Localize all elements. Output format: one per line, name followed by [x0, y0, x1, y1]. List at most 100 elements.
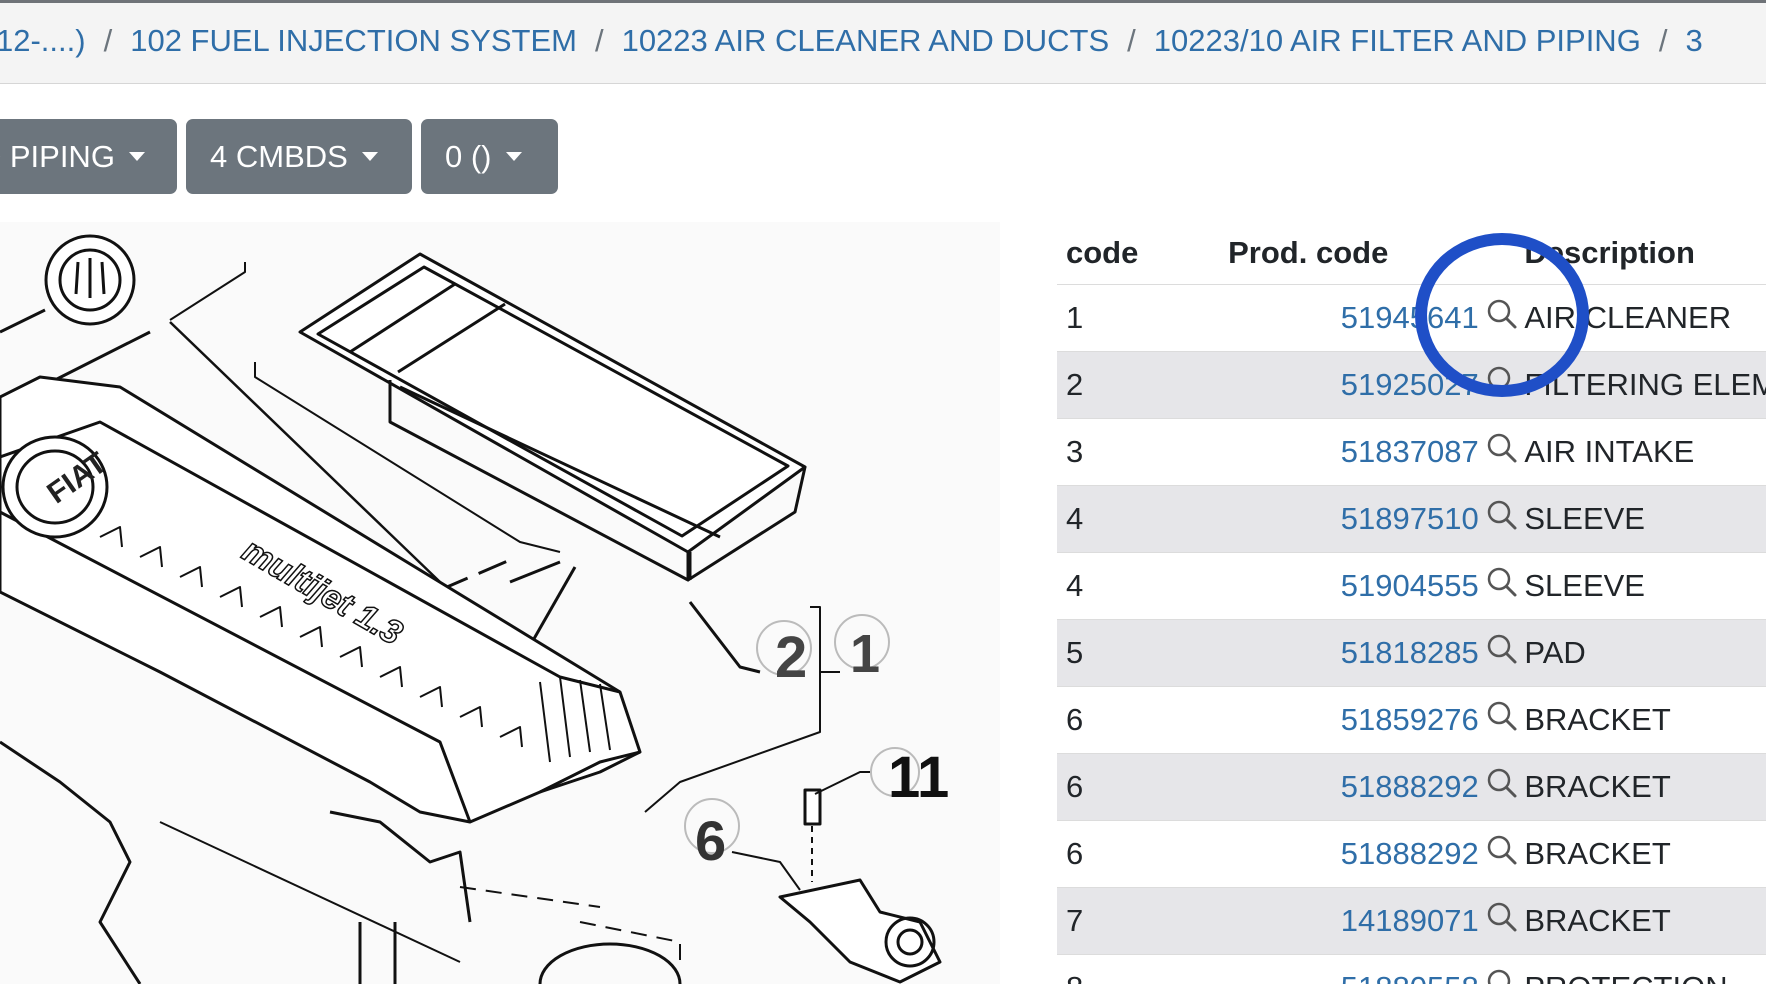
table-row: 5 51818285 PAD: [1057, 619, 1766, 687]
variant-dropdown[interactable]: 4 CMBDS: [186, 119, 412, 194]
magnifier-icon: [1486, 567, 1518, 605]
part-code-cell: 6: [1057, 820, 1211, 888]
prod-code-link[interactable]: 51859276: [1340, 702, 1479, 737]
breadcrumb-trail: 12-....) / 102 FUEL INJECTION SYSTEM / 10223…: [0, 23, 1703, 59]
magnifier-icon: [1486, 768, 1518, 806]
search-part-button[interactable]: [1478, 686, 1525, 754]
magnifier-icon: [1486, 969, 1518, 984]
description-cell: AIR INTAKE: [1524, 418, 1766, 486]
prod-code-cell: 51859276: [1210, 686, 1479, 754]
part-code-cell: 4: [1057, 485, 1211, 553]
prod-code-cell: 51818285: [1210, 619, 1479, 687]
prod-code-cell: 51880558: [1210, 954, 1479, 984]
prod-code-cell: 14189071: [1210, 887, 1479, 955]
part-code-cell: 2: [1057, 351, 1211, 419]
callout-label: 2: [775, 625, 807, 690]
description-cell: SLEEVE: [1524, 552, 1766, 620]
description-cell: AIR CLEANER: [1524, 284, 1766, 352]
breadcrumb-separator: /: [1658, 23, 1668, 58]
prod-code-cell: 51888292: [1210, 820, 1479, 888]
search-part-button[interactable]: [1478, 418, 1525, 486]
column-header-description: Description: [1524, 235, 1695, 270]
prod-code-link[interactable]: 51945641: [1340, 300, 1479, 335]
search-part-button[interactable]: [1478, 820, 1525, 888]
caret-down-icon: [128, 152, 145, 161]
prod-code-link[interactable]: 51897510: [1340, 501, 1479, 536]
part-code-cell: 4: [1057, 552, 1211, 620]
group-dropdown[interactable]: 0 PIPING: [0, 119, 177, 194]
prod-code-link[interactable]: 51818285: [1340, 635, 1479, 670]
description-cell: BRACKET: [1524, 820, 1766, 888]
part-code-cell: 5: [1057, 619, 1211, 687]
parts-table-body: 1 51945641 AIR CLEANER 2 51925027 FILTERING E…: [1057, 284, 1766, 984]
breadcrumb-item-model[interactable]: 12-....): [0, 23, 86, 58]
column-header-code: code: [1066, 235, 1139, 270]
breadcrumb-separator: /: [103, 23, 113, 58]
search-part-button[interactable]: [1478, 954, 1525, 984]
magnifier-icon: [1486, 634, 1518, 672]
prod-code-link[interactable]: 51888292: [1340, 769, 1479, 804]
search-part-button[interactable]: [1478, 619, 1525, 687]
part-code-cell: 7: [1057, 887, 1211, 955]
prod-code-cell: 51837087: [1210, 418, 1479, 486]
description-cell: FILTERING ELEM: [1524, 351, 1766, 419]
breadcrumb-item-air-cleaner-ducts[interactable]: 10223 AIR CLEANER AND DUCTS: [621, 23, 1110, 58]
prod-code-link[interactable]: 14189071: [1340, 903, 1479, 938]
variant-dropdown-label: 4 CMBDS: [210, 138, 348, 174]
magnifier-icon: [1486, 835, 1518, 873]
breadcrumb: 12-....) / 102 FUEL INJECTION SYSTEM / 10223…: [0, 0, 1766, 84]
part-code-cell: 1: [1057, 284, 1211, 352]
description-cell: BRACKET: [1524, 686, 1766, 754]
part-code-cell: 6: [1057, 686, 1211, 754]
prod-code-link[interactable]: 51925027: [1340, 367, 1479, 402]
table-header-row: code Prod. code Description: [1057, 222, 1766, 285]
search-part-button[interactable]: [1478, 485, 1525, 553]
prod-code-cell: 51897510: [1210, 485, 1479, 553]
prod-code-cell: 51925027: [1210, 351, 1479, 419]
breadcrumb-item-fuel-injection[interactable]: 102 FUEL INJECTION SYSTEM: [130, 23, 577, 58]
description-cell: PROTECTION: [1524, 954, 1766, 984]
prod-code-link[interactable]: 51880558: [1341, 970, 1479, 984]
table-row: 1 51945641 AIR CLEANER: [1057, 284, 1766, 352]
callout-label: 6: [695, 809, 726, 872]
exploded-view-drawing: 2 1 11 6 FIAT multijet 1.3: [0, 234, 949, 985]
search-part-button[interactable]: [1478, 552, 1525, 620]
search-part-button[interactable]: [1478, 753, 1525, 821]
breadcrumb-item-page[interactable]: 3: [1685, 23, 1703, 58]
description-cell: BRACKET: [1524, 887, 1766, 955]
breadcrumb-separator: /: [1127, 23, 1136, 58]
table-row: 8 51880558 PROTECTION: [1057, 954, 1766, 984]
description-cell: BRACKET: [1524, 753, 1766, 821]
magnifier-icon: [1486, 902, 1518, 940]
callout-label: 1: [850, 624, 880, 684]
group-dropdown-label: 0 PIPING: [0, 138, 115, 174]
parts-diagram: 2 1 11 6 FIAT multijet 1.3: [0, 222, 1000, 985]
caret-down-icon: [361, 152, 378, 161]
table-row: 2 51925027 FILTERING ELEM: [1057, 351, 1766, 419]
search-part-button[interactable]: [1478, 284, 1525, 352]
prod-code-cell: 51904555: [1210, 552, 1479, 620]
search-part-button[interactable]: [1478, 887, 1525, 955]
part-code-cell: 8: [1057, 954, 1211, 984]
prod-code-link[interactable]: 51837087: [1340, 434, 1479, 469]
caret-down-icon: [505, 152, 522, 161]
option-dropdown[interactable]: 0 (): [421, 119, 558, 194]
breadcrumb-item-air-filter-piping[interactable]: 10223/10 AIR FILTER AND PIPING: [1153, 23, 1641, 58]
magnifier-icon: [1486, 299, 1518, 337]
table-row: 6 51888292 BRACKET: [1057, 820, 1766, 888]
table-row: 4 51904555 SLEEVE: [1057, 552, 1766, 620]
description-cell: PAD: [1524, 619, 1766, 687]
prod-code-cell: 51888292: [1210, 753, 1479, 821]
search-part-button[interactable]: [1478, 351, 1525, 419]
prod-code-link[interactable]: 51888292: [1340, 836, 1479, 871]
column-header-prod-code: Prod. code: [1228, 235, 1389, 270]
table-row: 6 51859276 BRACKET: [1057, 686, 1766, 754]
prod-code-link[interactable]: 51904555: [1340, 568, 1479, 603]
table-row: 7 14189071 BRACKET: [1057, 887, 1766, 955]
magnifier-icon: [1486, 366, 1518, 404]
